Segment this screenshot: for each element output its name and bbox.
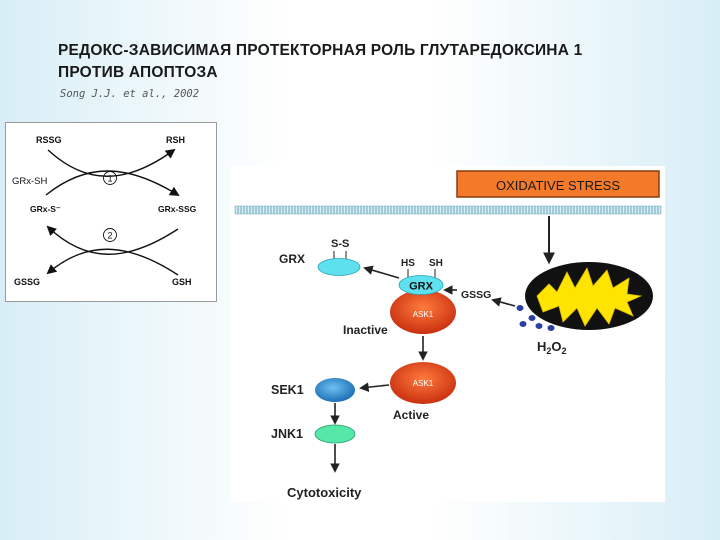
cycle2-arrow-top (46, 225, 179, 255)
gssg-left-label: GSSG (14, 277, 40, 287)
cytotoxicity-label: Cytotoxicity (287, 485, 362, 500)
ask1-inactive-label: ASK1 (413, 310, 434, 319)
oxidative-stress-box (456, 170, 660, 198)
hs-label: HS (401, 258, 415, 269)
cell-membrane (234, 205, 662, 215)
sek1-label: SEK1 (271, 383, 304, 397)
inactive-label: Inactive (343, 323, 388, 337)
rsh-label: RSH (166, 135, 185, 145)
jnk1-node (314, 424, 356, 444)
ask1-pathway-diagram: OXIDATIVE STRESS H2O2 GRX S-S HS SH (234, 170, 662, 500)
grx-reduced-label: GRX (409, 281, 434, 293)
step1-label: 1 (107, 174, 112, 184)
grx-sh-label: GRx-SH (12, 176, 48, 187)
gssg-label: GSSG (461, 289, 491, 301)
rssg-label: RSSG (36, 135, 62, 145)
mitochondrion-cristae (536, 267, 643, 327)
slide-title-line2: ПРОТИВ АПОПТОЗА (58, 64, 218, 81)
active-label: Active (393, 408, 429, 422)
cycle1-arrow-top (47, 148, 176, 177)
grx-release-arrow (363, 265, 400, 279)
gsh-label: GSH (172, 277, 192, 287)
citation: Song J.J. et al., 2002 (60, 88, 200, 100)
oxidative-stress-label: OXIDATIVE STRESS (496, 178, 620, 193)
ask1-active-label: ASK1 (413, 379, 434, 388)
ask1-to-sek1-arrow (359, 382, 390, 392)
jnk1-label: JNK1 (271, 427, 303, 441)
grx-cycle-diagram: RSSG RSH GRx-SH 1 GRx-S⁻ GRx-SSG 2 GSSG … (12, 135, 197, 287)
grx-reduced-node (398, 275, 444, 295)
step1-marker (103, 171, 117, 185)
step2-label: 2 (107, 231, 112, 241)
slide-title: РЕДОКС-ЗАВИСИМАЯ ПРОТЕКТОРНАЯ РОЛЬ ГЛУТА… (58, 40, 698, 84)
slide-title-line1: РЕДОКС-ЗАВИСИМАЯ ПРОТЕКТОРНАЯ РОЛЬ ГЛУТА… (58, 42, 583, 59)
cycle1-arrow-bottom (45, 170, 180, 197)
cycle2-arrow-bottom (46, 248, 179, 276)
sh-label: SH (429, 258, 443, 269)
grx-oxidized-node (317, 258, 361, 276)
grx-oxidized-label: GRX (279, 252, 305, 266)
h2o2-dots (516, 305, 555, 331)
h2o2-to-gssg-arrow (491, 297, 516, 307)
ask1-pathway-panel: OXIDATIVE STRESS H2O2 GRX S-S HS SH (231, 166, 665, 502)
ask1-active-node (390, 362, 456, 404)
grx-cycle-panel: RSSG RSH GRx-SH 1 GRx-S⁻ GRx-SSG 2 GSSG … (5, 122, 217, 302)
h2o2-label: H2O2 (537, 339, 567, 356)
step2-marker (103, 228, 117, 242)
grx-ssg-label: GRx-SSG (158, 204, 197, 214)
ask1-inactive-node (390, 290, 456, 334)
grx-s-label: GRx-S⁻ (30, 204, 61, 214)
sek1-node (315, 378, 355, 402)
ss-label: S-S (331, 238, 349, 250)
